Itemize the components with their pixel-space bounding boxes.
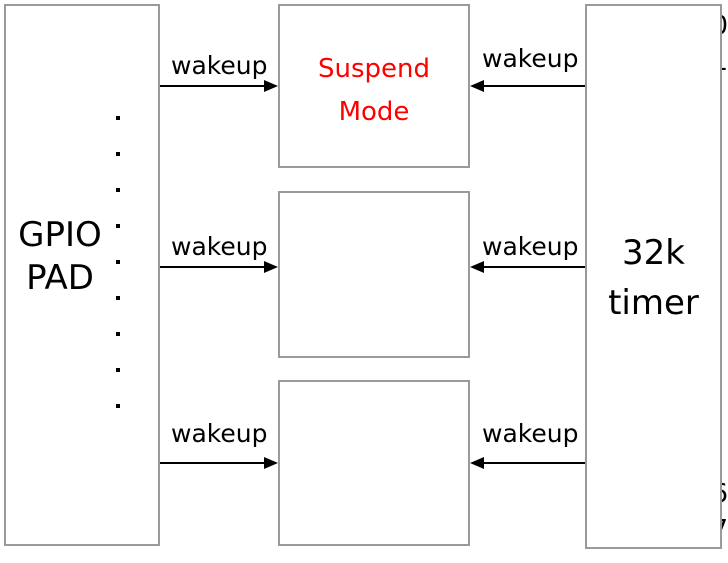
wakeup-label-gpio-to-deepsleep: wakeup [171, 419, 268, 448]
suspend-mode-block: Suspend Mode [278, 4, 470, 168]
gpio-pin-ellipsis-dots [110, 116, 126, 440]
wakeup-label-timer-to-deepsleep: wakeup [482, 419, 579, 448]
deepsleep-mode-block: Deepsleep Mode [278, 380, 470, 546]
ellipsis-dot [116, 152, 120, 156]
ellipsis-dot [116, 332, 120, 336]
gpio-pad-block [4, 4, 160, 546]
wakeup-label-gpio-to-suspend: wakeup [171, 51, 268, 80]
timer-32k-block [585, 4, 722, 549]
ellipsis-dot [116, 368, 120, 372]
ellipsis-dot [116, 188, 120, 192]
arrow-gpio-to-deepsleep [160, 457, 278, 469]
arrow-gpio-to-retention [160, 261, 278, 273]
gpio-pad-label: GPIO PAD [18, 215, 102, 298]
ellipsis-dot [116, 224, 120, 228]
wakeup-label-timer-to-suspend: wakeup [482, 44, 579, 73]
arrow-timer-to-deepsleep [470, 457, 585, 469]
wakeup-label-timer-to-retention: wakeup [482, 232, 579, 261]
arrow-timer-to-retention [470, 261, 585, 273]
suspend-mode-label: Suspend Mode [317, 54, 430, 127]
ellipsis-dot [116, 404, 120, 408]
ellipsis-dot [116, 260, 120, 264]
deepsleep-retention-mode-block: Deepsleep Retention Mode [278, 191, 470, 527]
ellipsis-dot [116, 116, 120, 120]
arrow-gpio-to-suspend [160, 80, 278, 92]
timer-32k-label: 32k timer [608, 233, 699, 323]
ellipsis-dot [116, 296, 120, 300]
wakeup-label-gpio-to-retention: wakeup [171, 232, 268, 261]
arrow-timer-to-suspend [470, 80, 585, 92]
